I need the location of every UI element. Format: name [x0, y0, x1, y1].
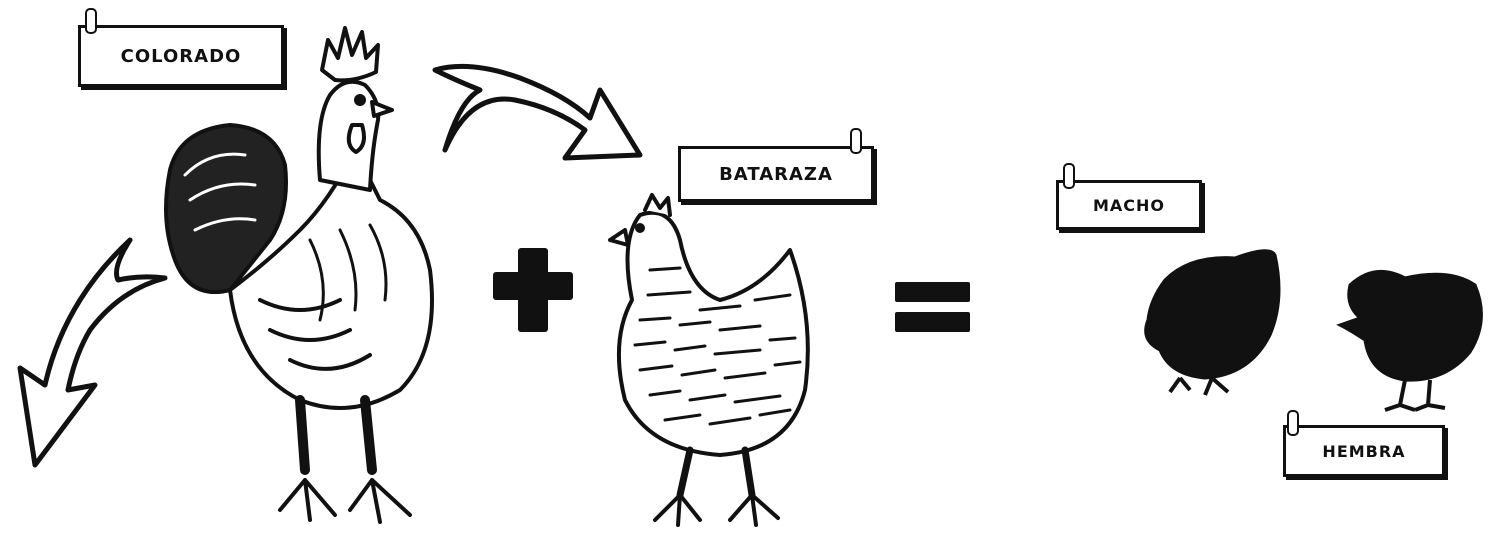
label-hembra: HEMBRA: [1283, 425, 1445, 477]
equals-sign: [895, 282, 970, 332]
pin-icon: [1287, 410, 1299, 436]
label-macho-text: MACHO: [1092, 195, 1166, 215]
female-chick-silhouette: [1336, 269, 1483, 412]
curved-arrow-right: [432, 63, 643, 161]
label-colorado: COLORADO: [78, 25, 284, 87]
pin-icon: [85, 8, 97, 34]
label-hembra-text: HEMBRA: [1322, 441, 1406, 461]
plus-sign: [493, 248, 573, 332]
curved-arrow-down-left: [17, 237, 168, 468]
label-macho: MACHO: [1056, 180, 1202, 230]
hen-illustration: [608, 193, 810, 527]
male-chick-silhouette: [1144, 249, 1281, 396]
label-bataraza: BATARAZA: [678, 146, 874, 202]
pin-icon: [850, 128, 862, 154]
pin-icon: [1063, 163, 1075, 189]
label-colorado-text: COLORADO: [120, 45, 242, 67]
label-bataraza-text: BATARAZA: [719, 163, 833, 185]
rooster-illustration: [164, 26, 434, 524]
